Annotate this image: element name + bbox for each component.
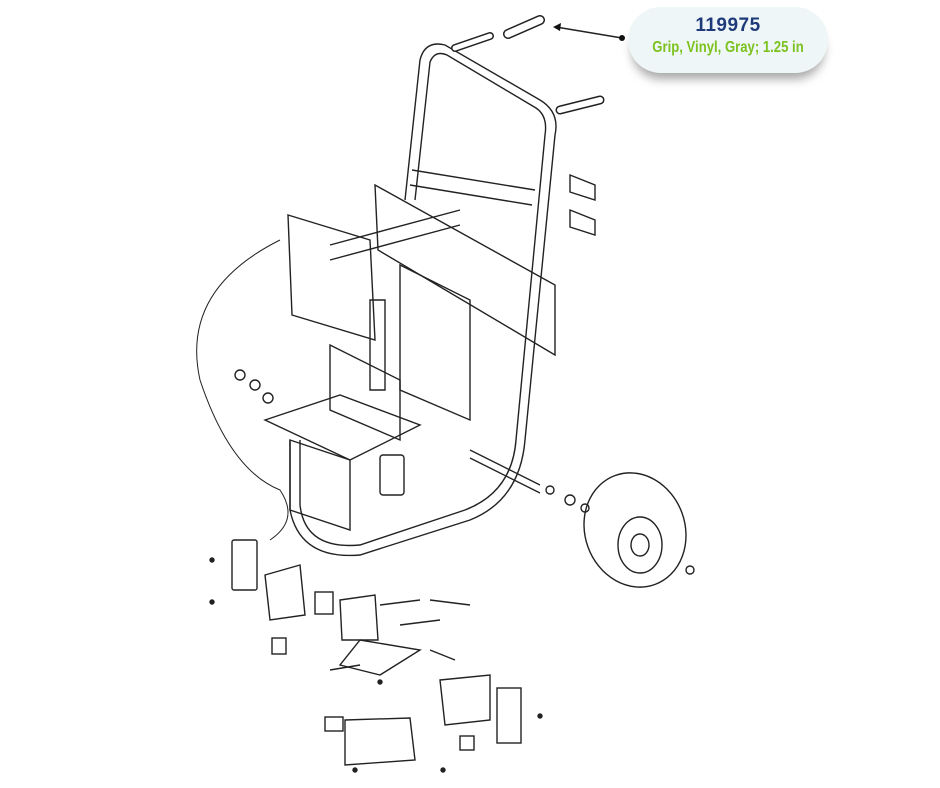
- electrical-components: [209, 539, 543, 773]
- axle: [469, 449, 590, 513]
- handle-frame: [289, 32, 605, 557]
- part-description: Grip, Vinyl, Gray; 1.25 in: [652, 39, 804, 56]
- wheel: [583, 472, 695, 588]
- grip: [503, 15, 545, 39]
- hose: [196, 239, 289, 541]
- mounting-plates: [263, 173, 596, 531]
- part-callout[interactable]: 119975 Grip, Vinyl, Gray; 1.25 in: [628, 7, 828, 73]
- filter: [379, 454, 405, 496]
- part-number: 119975: [695, 15, 761, 36]
- callout-leader-arrow: [553, 23, 625, 41]
